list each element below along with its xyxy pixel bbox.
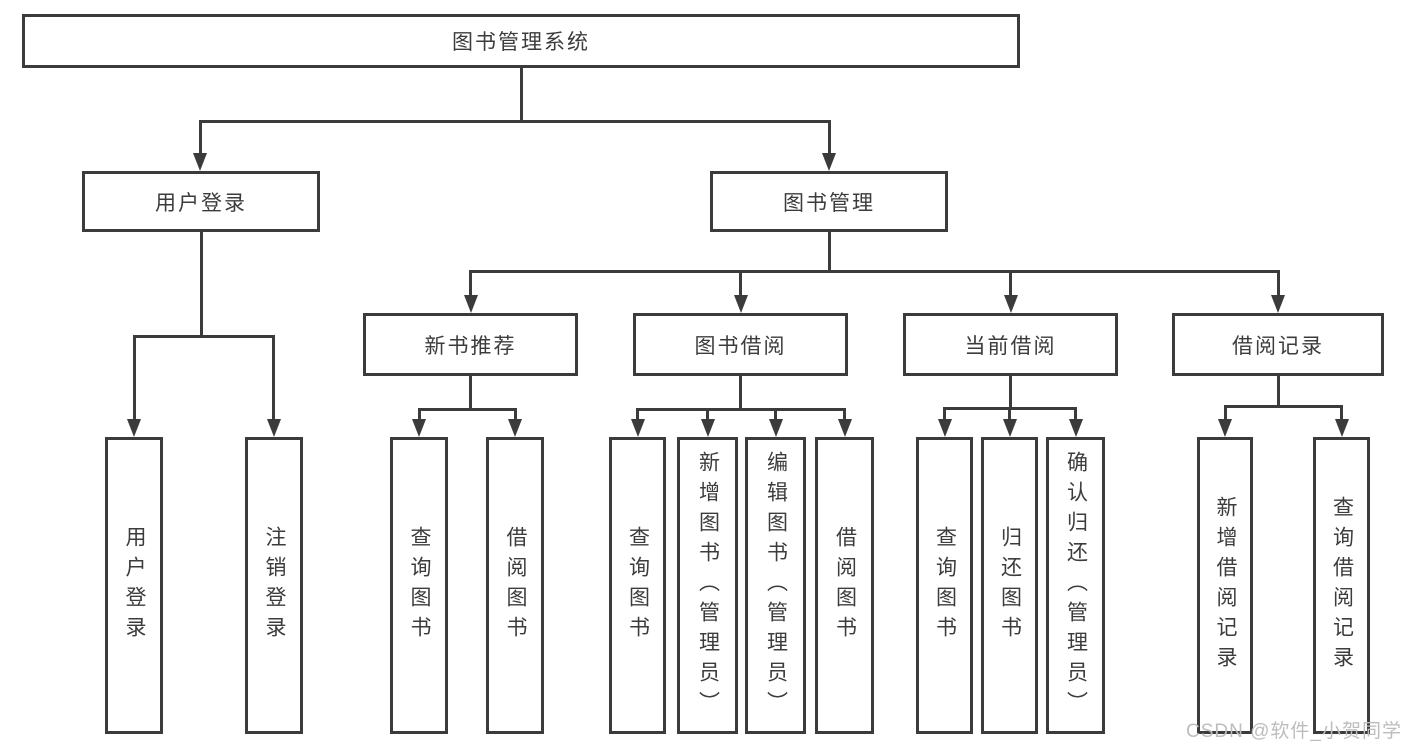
connector-records-stem [1277,376,1280,405]
connector-drop [272,335,275,419]
connector-drop [1224,405,1227,419]
arrowhead-down-icon [822,153,836,171]
node-current-borrow: 当前借阅 [903,313,1118,376]
connector-root-stem [520,68,523,120]
connector-bookmgmt-stem [828,232,831,270]
node-library-system: 图书管理系统 [22,14,1020,68]
leaf-query-books-current: 查询图书 [916,437,973,734]
arrowhead-down-icon [412,419,426,437]
arrowhead-down-icon [1271,295,1285,313]
arrowhead-down-icon [631,419,645,437]
arrowhead-down-icon [769,419,783,437]
arrowhead-down-icon [701,419,715,437]
arrowhead-down-icon [193,153,207,171]
connector-records-hbar [1224,405,1342,408]
connector-drop [1074,407,1077,419]
arrowhead-down-icon [734,295,748,313]
connector-borrow-hbar [636,408,845,411]
node-new-book-recommend: 新书推荐 [363,313,578,376]
arrowhead-down-icon [838,419,852,437]
connector-drop [1008,407,1011,419]
connector-recommend-stem [469,376,472,408]
connector-borrow-stem [739,376,742,408]
node-book-borrow: 图书借阅 [633,313,848,376]
leaf-query-borrow-record: 查询借阅记录 [1313,437,1370,734]
connector-bookmgmt-hbar [469,270,1280,273]
connector-drop [469,270,472,295]
connector-drop [133,335,136,419]
leaf-edit-books-admin: 编辑图书（管理员） [745,437,806,734]
leaf-borrow-books: 借阅图书 [815,437,874,734]
connector-drop [418,408,421,419]
leaf-return-books: 归还图书 [981,437,1038,734]
arrowhead-down-icon [1003,419,1017,437]
arrowhead-down-icon [1335,419,1349,437]
arrowhead-down-icon [1069,419,1083,437]
connector-drop [636,408,639,419]
connector-drop [514,408,517,419]
connector-drop [774,408,777,419]
leaf-query-books-borrow: 查询图书 [609,437,666,734]
node-user-login: 用户登录 [82,171,320,232]
leaf-add-books-admin: 新增图书（管理员） [677,437,738,734]
connector-drop [739,270,742,295]
connector-root-hbar [199,120,831,123]
leaf-user-login: 用户登录 [105,437,163,734]
connector-userlogin-stem [200,232,203,335]
connector-drop [199,120,202,155]
connector-current-stem [1009,376,1012,407]
arrowhead-down-icon [508,419,522,437]
arrowhead-down-icon [1004,295,1018,313]
connector-recommend-hbar [418,408,516,411]
arrowhead-down-icon [938,419,952,437]
node-book-management: 图书管理 [710,171,948,232]
arrowhead-down-icon [127,419,141,437]
connector-userlogin-hbar [133,335,275,338]
leaf-confirm-return-admin: 确认归还（管理员） [1046,437,1105,734]
connector-drop [1009,270,1012,295]
connector-drop [1277,270,1280,295]
connector-drop [828,120,831,155]
arrowhead-down-icon [1218,419,1232,437]
connector-drop [843,408,846,419]
arrowhead-down-icon [464,295,478,313]
connector-drop [943,407,946,419]
leaf-borrow-books-recommend: 借阅图书 [486,437,544,734]
csdn-watermark: CSDN @软件_小贺同学 [1186,721,1402,742]
leaf-logout: 注销登录 [245,437,303,734]
leaf-query-books-recommend: 查询图书 [390,437,448,734]
node-borrow-records: 借阅记录 [1172,313,1384,376]
connector-drop [1340,405,1343,419]
arrowhead-down-icon [267,419,281,437]
leaf-add-borrow-record: 新增借阅记录 [1197,437,1253,734]
connector-drop [706,408,709,419]
